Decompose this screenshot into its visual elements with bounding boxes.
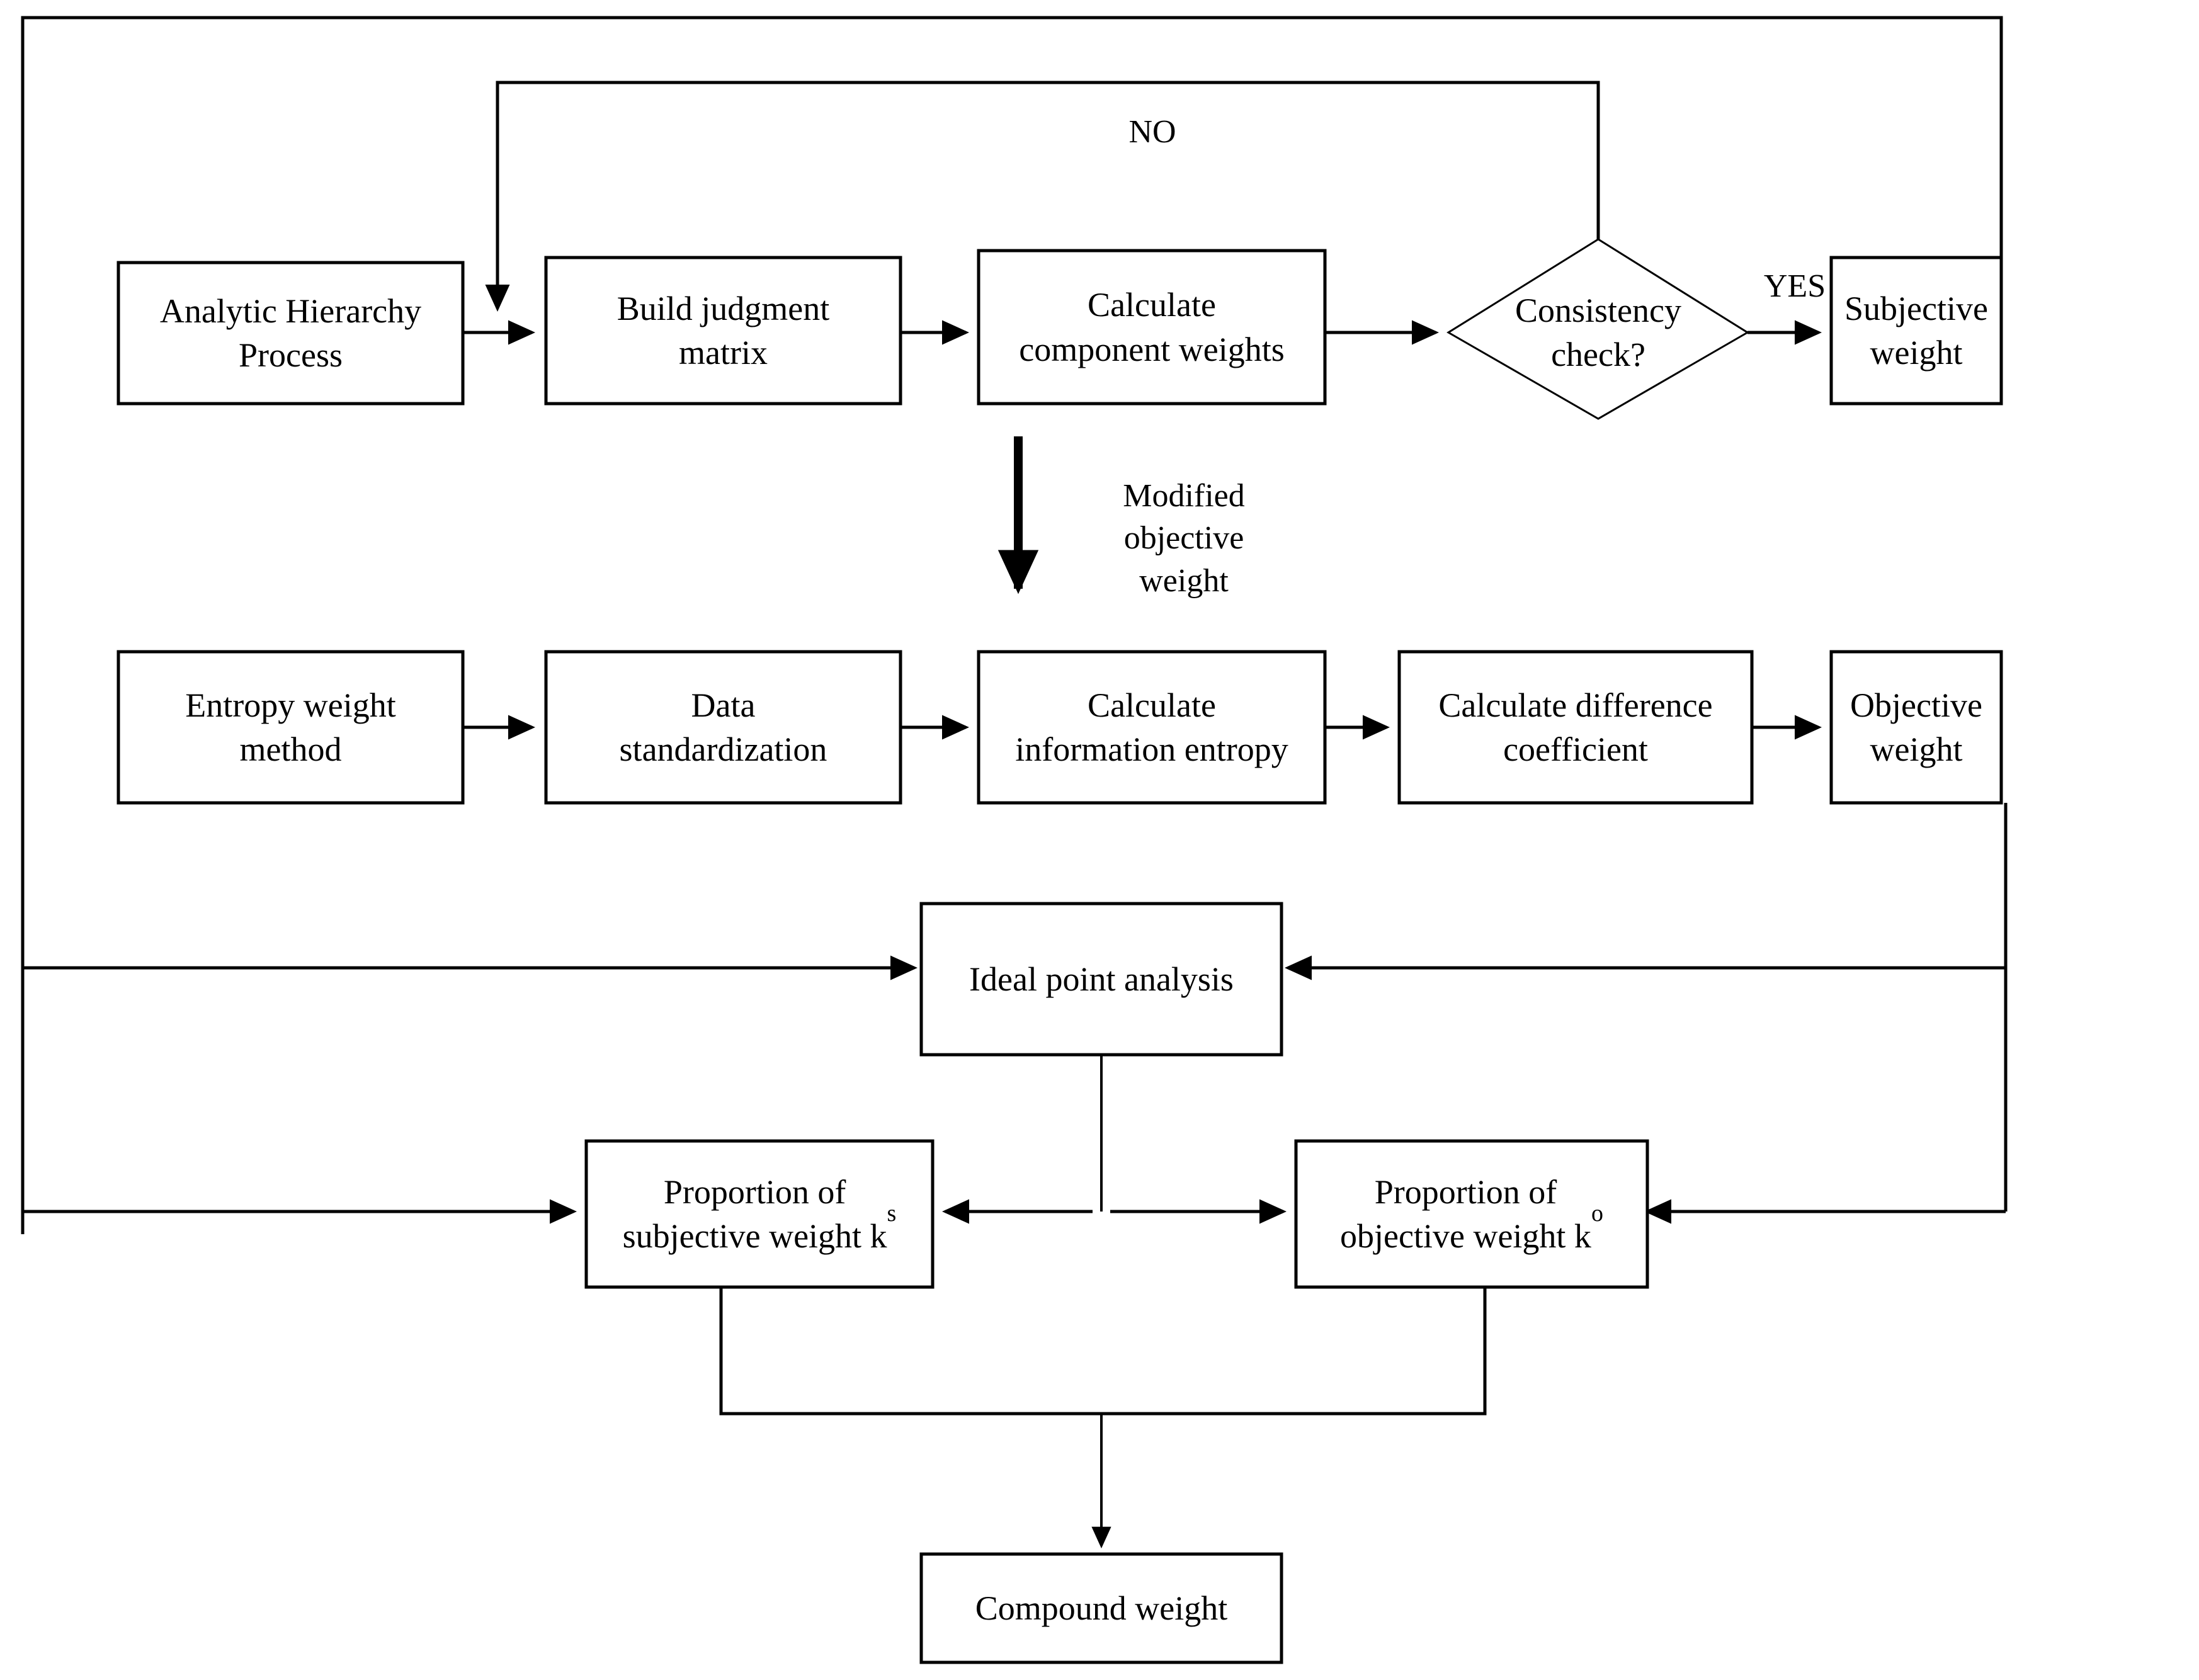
node-calculate-information-entropy[interactable] <box>977 650 1327 805</box>
node-calculate-component-weights[interactable] <box>977 249 1327 406</box>
node-compound-weight[interactable] <box>919 1552 1283 1664</box>
node-consistency-check[interactable] <box>1446 238 1749 420</box>
edge-proportions-merge-line <box>719 1287 1487 1416</box>
node-proportion-subjective-weight[interactable] <box>584 1139 935 1289</box>
node-objective-weight[interactable] <box>1829 650 2003 805</box>
subjective-weight-feedback-line <box>21 16 2003 1234</box>
node-subjective-weight[interactable] <box>1829 256 2003 406</box>
node-build-judgment-matrix[interactable] <box>544 256 902 406</box>
node-entropy-weight-method[interactable] <box>116 650 465 805</box>
node-data-standardization[interactable] <box>544 650 902 805</box>
node-analytic-hierarchy-process[interactable] <box>116 261 465 406</box>
node-ideal-point-analysis[interactable] <box>919 902 1283 1057</box>
node-proportion-objective-weight[interactable] <box>1294 1139 1649 1289</box>
edge-no-feedback-loop <box>485 81 1600 312</box>
node-calculate-difference-coefficient[interactable] <box>1397 650 1754 805</box>
